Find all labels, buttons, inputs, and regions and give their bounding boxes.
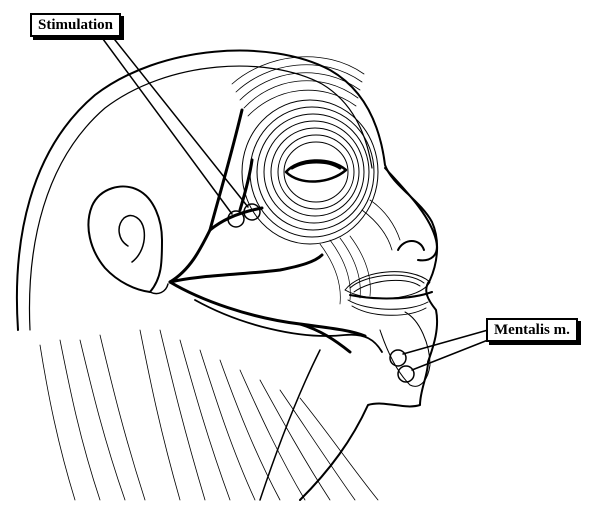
eye <box>286 160 346 181</box>
ear-outline <box>88 187 162 292</box>
jaw-line <box>195 300 382 352</box>
nostril <box>398 241 424 250</box>
mentalis-electrodes <box>390 330 488 382</box>
platysma-striations <box>40 330 378 500</box>
mentalis-label: Mentalis m. <box>486 318 578 342</box>
nasalis-striations <box>362 200 400 250</box>
skull-inner-outline <box>29 66 372 330</box>
frontalis-striations <box>232 57 364 116</box>
nose-outline <box>385 168 437 260</box>
cheek-striations <box>320 236 370 304</box>
stimulation-label: Stimulation <box>30 13 121 37</box>
neck-front-line <box>260 350 320 500</box>
lips-line <box>350 292 432 298</box>
orbicularis-oris <box>345 272 430 316</box>
ear-inner <box>119 216 144 262</box>
